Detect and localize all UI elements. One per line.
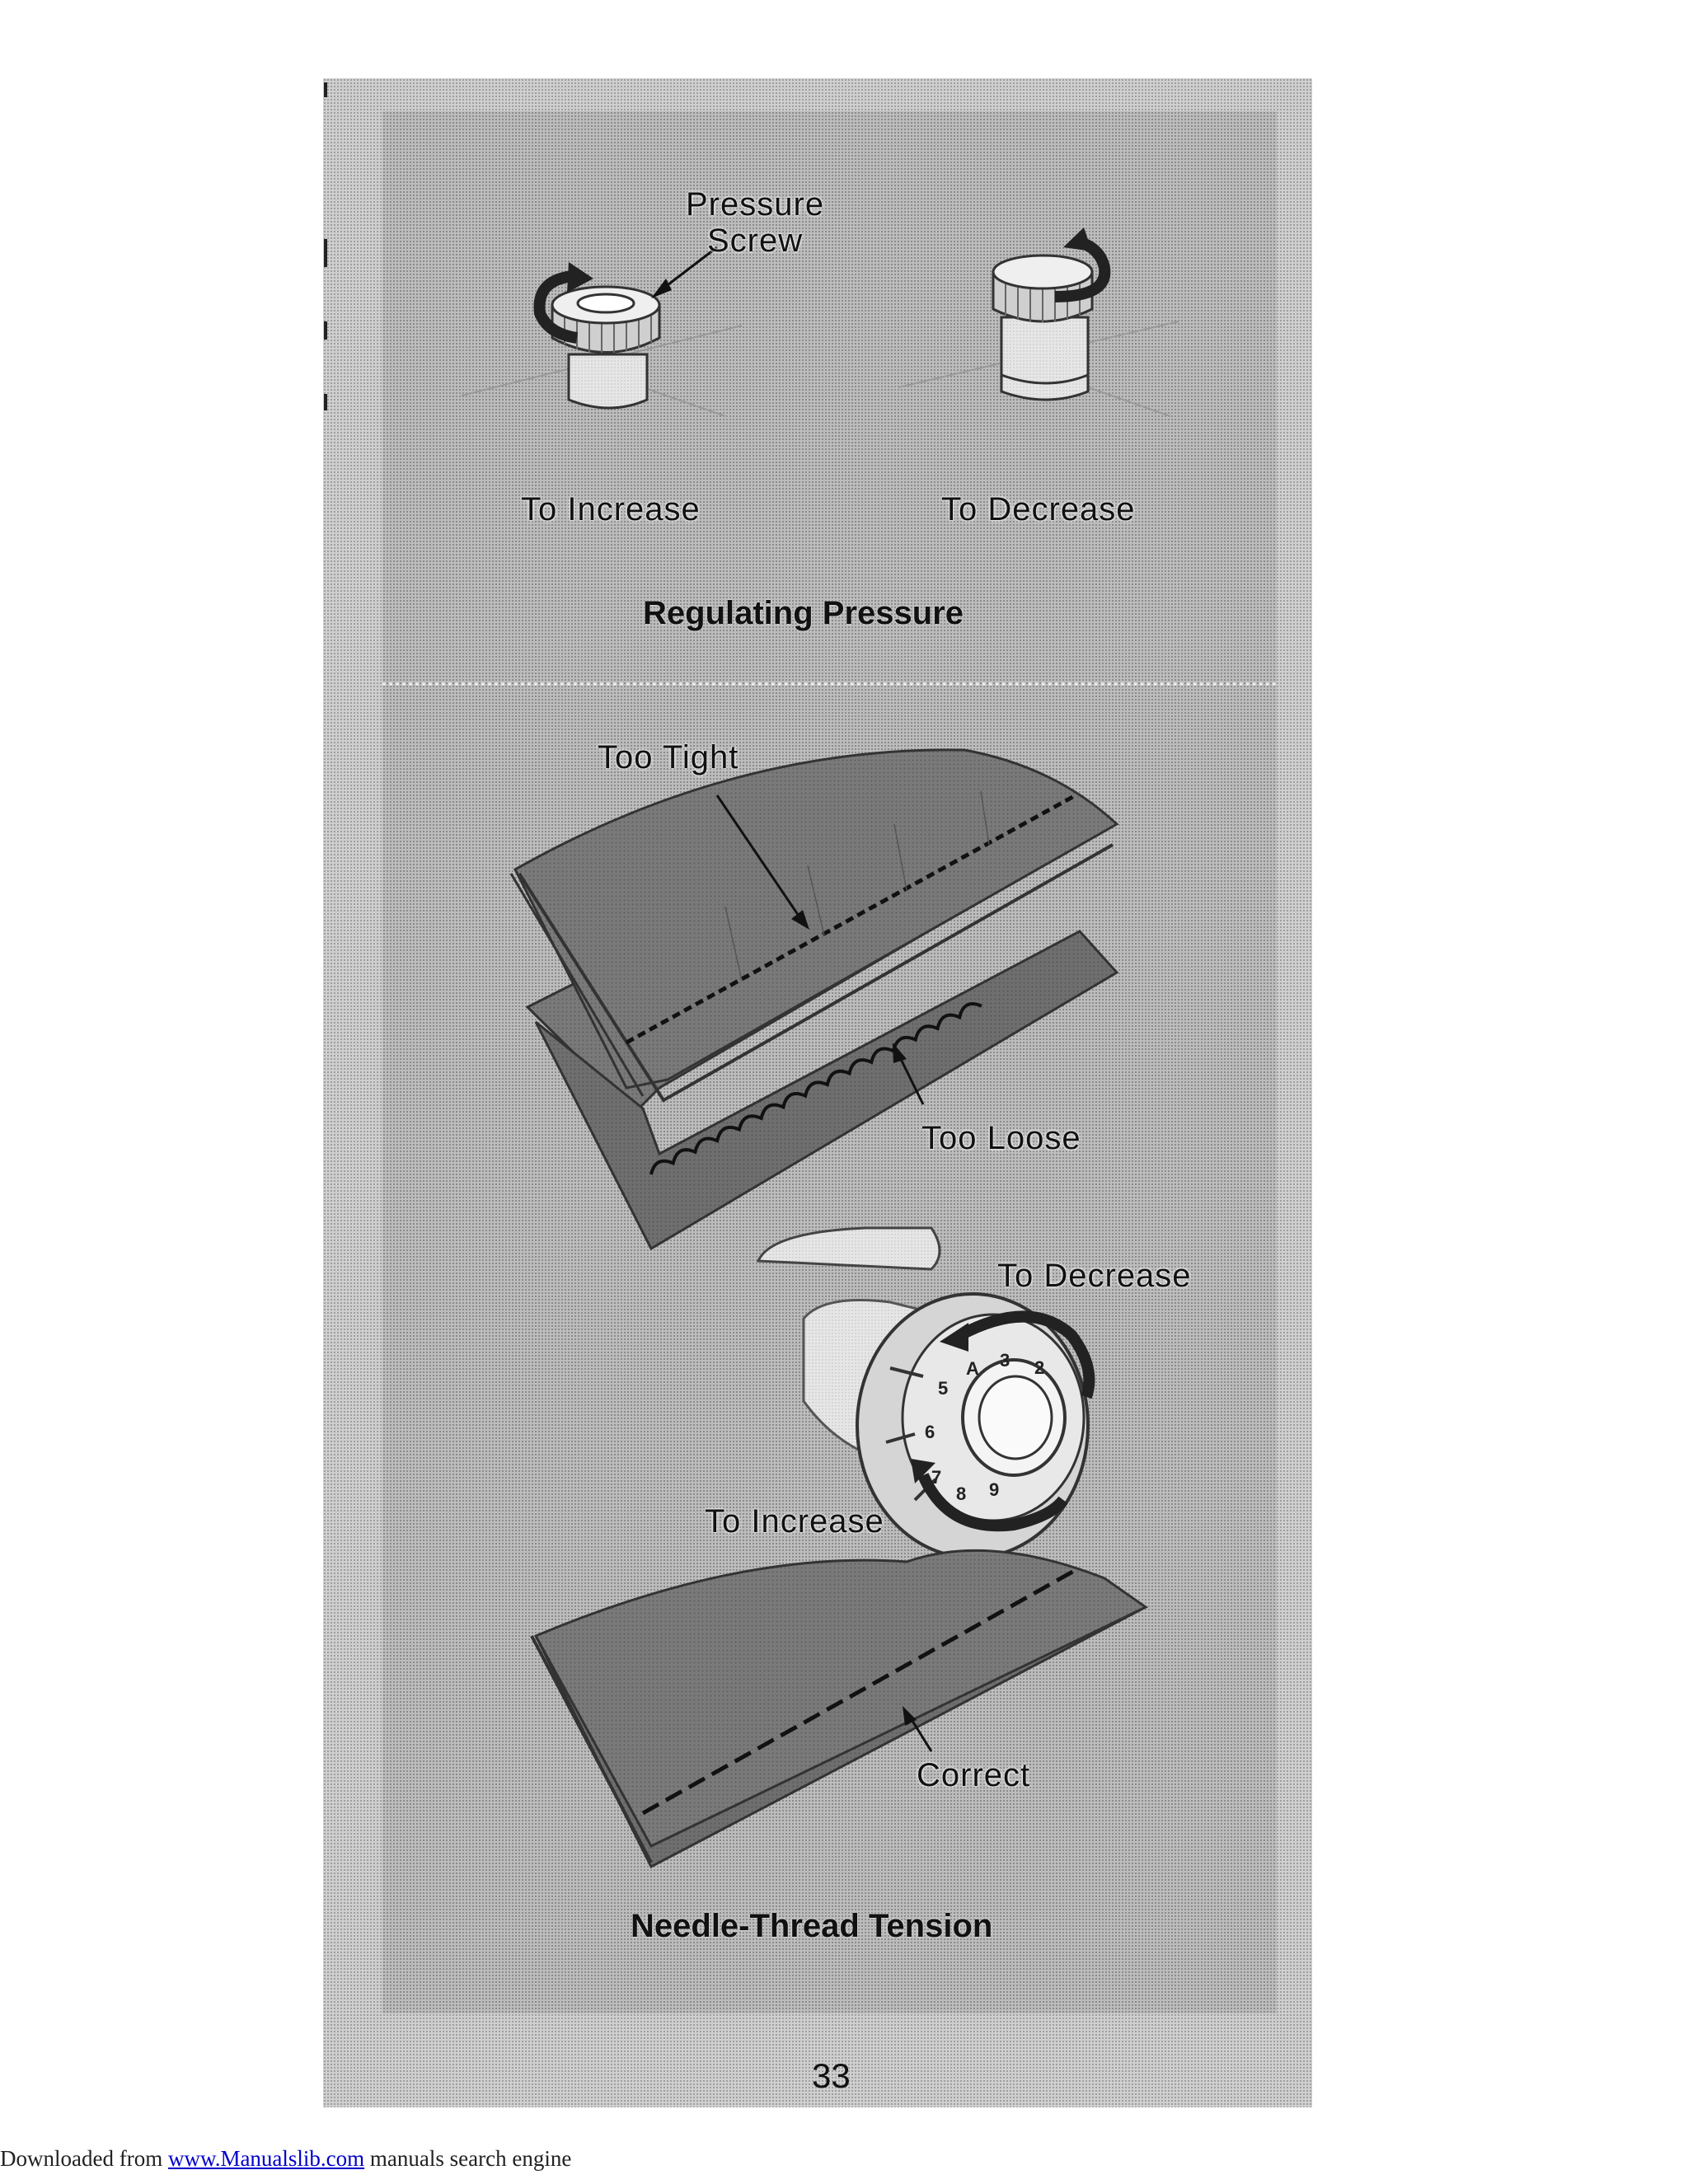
correct-label: Correct (917, 1757, 1031, 1793)
footer-suffix: manuals search engine (364, 2146, 572, 2171)
dial-number: 3 (1000, 1350, 1010, 1371)
pressure-screw-increase-illustration (461, 262, 743, 417)
pressure-screw-decrease-illustration (898, 227, 1179, 417)
to-decrease-tension-label: To Decrease (997, 1258, 1192, 1294)
dial-number: 8 (956, 1483, 966, 1504)
dial-number: A (966, 1358, 979, 1379)
fabric-correct-illustration (530, 1549, 1149, 1869)
scan-edge-mark (324, 239, 327, 267)
download-footer: Downloaded from www.Manualslib.com manua… (0, 2146, 571, 2172)
page-number: 33 (812, 2056, 851, 2095)
dial-number: 9 (989, 1479, 999, 1500)
pressure-screw-label: Pressure Screw (686, 186, 825, 259)
to-decrease-pressure-label: To Decrease (941, 491, 1136, 527)
dial-number: 6 (925, 1422, 935, 1442)
to-increase-tension-label: To Increase (705, 1503, 884, 1540)
scan-edge-mark (324, 394, 327, 410)
fabric-tension-illustration (509, 748, 1119, 1251)
dial-number: 2 (1034, 1357, 1044, 1378)
needle-thread-tension-caption: Needle-Thread Tension (631, 1908, 993, 1944)
section-divider (382, 682, 1277, 686)
dial-number: 7 (931, 1467, 941, 1488)
tension-dial-illustration: A 3 2 5 6 7 8 9 (756, 1226, 1095, 1559)
manualslib-link[interactable]: www.Manualslib.com (167, 2146, 365, 2171)
footer-prefix: Downloaded from (0, 2146, 168, 2171)
too-tight-label: Too Tight (598, 739, 739, 776)
scan-edge-mark (324, 321, 327, 340)
regulating-pressure-caption: Regulating Pressure (643, 595, 964, 631)
scan-edge-mark (324, 82, 327, 97)
dial-number: 5 (938, 1378, 948, 1399)
to-increase-pressure-label: To Increase (521, 491, 701, 527)
too-loose-label: Too Loose (921, 1120, 1081, 1156)
